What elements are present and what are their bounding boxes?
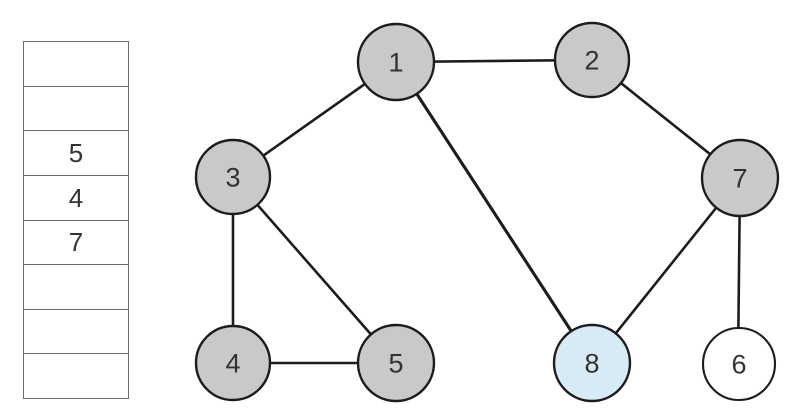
node-3-circle — [194, 138, 272, 216]
edge-7-8 — [590, 176, 742, 365]
stack-cell-3: 4 — [24, 176, 128, 221]
node-7-label: 7 — [732, 164, 747, 194]
node-8: 8 — [552, 323, 632, 403]
node-7: 7 — [700, 138, 780, 218]
node-8-circle — [552, 323, 632, 403]
node-4-circle — [194, 324, 272, 402]
node-5-circle — [356, 323, 436, 403]
stack-cell-0 — [24, 42, 128, 87]
node-2-label: 2 — [584, 46, 599, 76]
node-7-circle — [700, 138, 780, 218]
node-5: 5 — [356, 323, 436, 403]
node-4: 4 — [194, 324, 272, 402]
node-3: 3 — [194, 138, 272, 216]
stack-cell-6 — [24, 310, 128, 355]
node-1-label: 1 — [388, 48, 403, 78]
node-1-circle — [356, 22, 436, 102]
stack-cell-1 — [24, 87, 128, 132]
stack-array: 5 4 7 — [23, 41, 129, 399]
stack-cell-2: 5 — [24, 131, 128, 176]
node-2-circle — [553, 21, 631, 99]
node-5-label: 5 — [388, 349, 403, 379]
stack-cell-5 — [24, 265, 128, 310]
node-6: 6 — [701, 326, 777, 402]
edge-1-8 — [394, 60, 594, 365]
node-4-label: 4 — [225, 349, 240, 379]
node-2: 2 — [553, 21, 631, 99]
node-1: 1 — [356, 22, 436, 102]
edge-3-5 — [231, 175, 398, 365]
node-6-circle — [701, 326, 777, 402]
node-6-label: 6 — [731, 350, 746, 380]
node-8-label: 8 — [584, 349, 599, 379]
node-3-label: 3 — [225, 163, 240, 193]
stack-cell-4: 7 — [24, 221, 128, 266]
